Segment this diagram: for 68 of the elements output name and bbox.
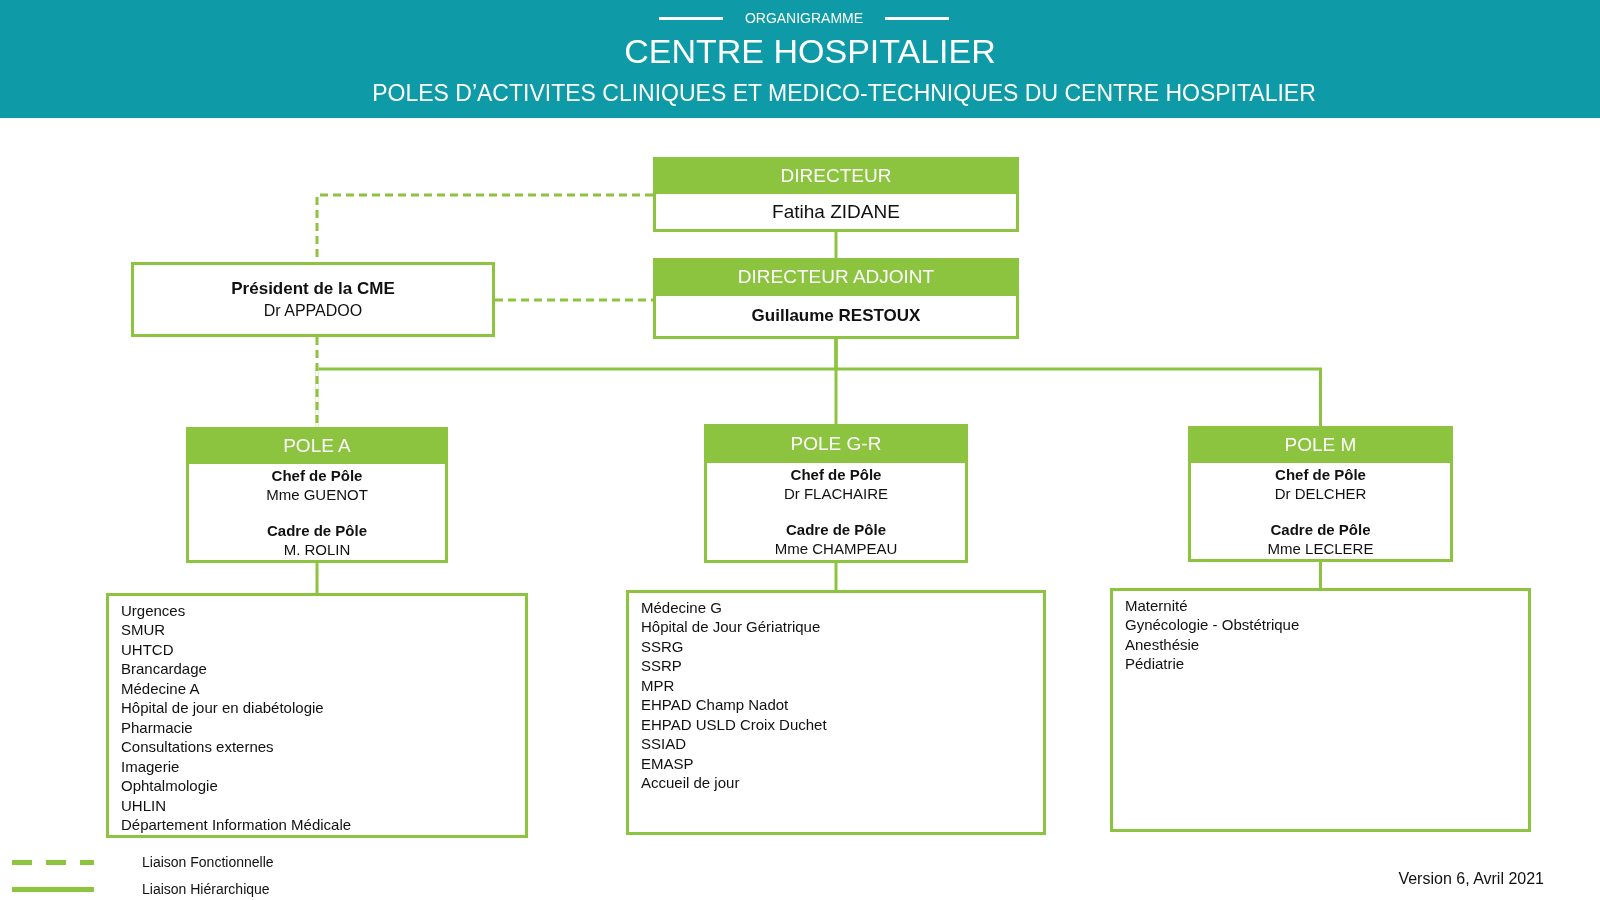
pole-box	[1188, 426, 1453, 562]
unit-name: Département Information Médicale	[121, 815, 352, 835]
kicker-label: ORGANIGRAMME	[744, 10, 864, 26]
role-title: Cadre de Pôle	[1270, 519, 1371, 539]
box-heading: DIRECTEUR ADJOINT	[653, 258, 1019, 296]
person-name: Guillaume RESTOUX	[751, 305, 921, 327]
unit-name: SSIAD	[641, 734, 686, 754]
role-title: Chef de Pôle	[271, 465, 363, 485]
unit-name: MPR	[641, 675, 675, 696]
version-note: Version 6, Avril 2021	[1398, 870, 1544, 888]
legend-label: Liaison Fonctionnelle	[142, 854, 274, 870]
unit-name: Accueil de jour	[641, 773, 740, 793]
unit-name: SSRG	[641, 636, 684, 657]
connector-line	[834, 232, 838, 258]
person-name: Dr APPADOO	[263, 300, 363, 321]
unit-name: EHPAD Champ Nadot	[641, 695, 789, 715]
unit-list-box	[626, 590, 1046, 835]
unit-name: Consultations externes	[121, 737, 274, 757]
role-title: Chef de Pôle	[1275, 464, 1366, 484]
connector-line	[834, 563, 838, 590]
unit-name: Anesthésie	[1125, 634, 1200, 655]
role-title: Président de la CME	[231, 277, 395, 300]
unit-name: Pharmacie	[121, 717, 193, 738]
unit-name: SMUR	[121, 620, 166, 640]
unit-name: Hôpital de jour en diabétologie	[121, 698, 324, 718]
title: CENTRE HOSPITALIER	[624, 31, 996, 71]
person-name: Mme GUENOT	[266, 484, 368, 504]
unit-list-box	[1110, 588, 1531, 832]
unit-name: Hôpital de Jour Gériatrique	[641, 617, 821, 637]
unit-name: UHLIN	[121, 795, 166, 815]
unit-name: EHPAD USLD Croix Duchet	[641, 714, 827, 735]
person-name: Mme CHAMPEAU	[774, 539, 898, 558]
role-title: Chef de Pôle	[790, 465, 882, 484]
org-box	[131, 262, 495, 337]
role-title: Cadre de Pôle	[266, 520, 367, 540]
org-box	[653, 258, 1019, 339]
connector-line	[834, 339, 1322, 426]
person-name: Dr FLACHAIRE	[783, 484, 889, 503]
unit-name: Brancardage	[121, 659, 207, 679]
unit-name: Médecine G	[641, 598, 722, 618]
box-heading: DIRECTEUR	[653, 157, 1019, 194]
person-name: Mme LECLERE	[1267, 538, 1374, 558]
unit-name: EMASP	[641, 753, 694, 774]
legend-label: Liaison Hiérarchique	[142, 881, 270, 897]
unit-list-box	[106, 593, 528, 838]
unit-name: Urgences	[121, 601, 186, 621]
unit-name: Ophtalmologie	[121, 776, 218, 796]
dashed-connector	[495, 298, 653, 302]
pole-box	[186, 427, 448, 563]
box-heading: POLE A	[186, 427, 448, 464]
unit-name: Maternité	[1125, 596, 1188, 616]
box-heading: POLE M	[1188, 426, 1453, 463]
unit-name: Gynécologie - Obstétrique	[1125, 615, 1300, 635]
pole-box	[704, 424, 968, 563]
role-title: Cadre de Pôle	[785, 520, 886, 539]
unit-name: Imagerie	[121, 756, 180, 777]
connector-line	[1319, 562, 1322, 588]
subtitle: POLES D’ACTIVITES CLINIQUES ET MEDICO-TECHNIQUES DU CENTRE HOSPITALIER	[372, 79, 1316, 107]
connector-line	[315, 563, 319, 593]
org-box	[653, 157, 1019, 232]
unit-name: SSRP	[641, 656, 682, 676]
person-name: Dr DELCHER	[1274, 483, 1367, 503]
unit-name: Médecine A	[121, 678, 200, 699]
unit-name: UHTCD	[121, 639, 174, 660]
box-heading: POLE G-R	[704, 424, 968, 463]
unit-name: Pédiatrie	[1125, 654, 1185, 674]
person-name: M. ROLIN	[283, 539, 351, 559]
person-name: Fatiha ZIDANE	[772, 199, 900, 224]
